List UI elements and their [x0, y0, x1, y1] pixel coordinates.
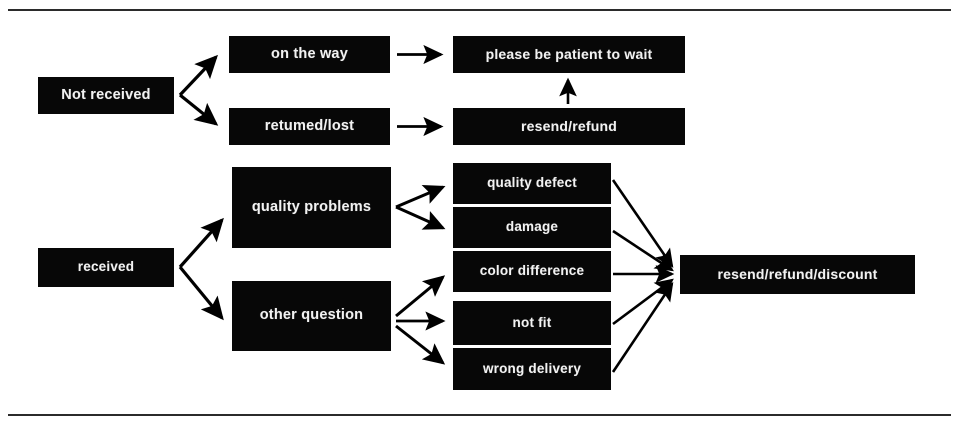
- edge-other-question-to-wrong-delivery: [395, 324, 446, 365]
- edge-damage-to-final: [612, 229, 674, 272]
- bottom-divider-rule: [8, 414, 951, 416]
- node-wrong-delivery[interactable]: wrong delivery: [453, 348, 611, 390]
- edge-wrong-delivery-to-final: [611, 282, 674, 373]
- node-quality-problems-label: quality problems: [251, 198, 372, 215]
- node-resend-refund[interactable]: resend/refund: [453, 108, 685, 145]
- node-damage-label: damage: [505, 219, 559, 235]
- node-not-received-label: Not received: [61, 86, 151, 103]
- edge-not-received-to-on-the-way: [178, 54, 218, 97]
- node-quality-problems[interactable]: quality problems: [232, 167, 391, 248]
- node-resend-refund-discount-label: resend/refund/discount: [717, 265, 878, 282]
- top-divider-rule: [8, 9, 951, 11]
- node-resend-refund-discount[interactable]: resend/refund/discount: [680, 255, 915, 294]
- node-on-the-way-label: on the way: [271, 45, 348, 62]
- edge-received-to-quality-problems: [178, 217, 224, 269]
- edge-not-fit-to-final: [612, 278, 674, 326]
- node-on-the-way[interactable]: on the way: [229, 36, 390, 73]
- node-quality-defect[interactable]: quality defect: [453, 163, 611, 204]
- node-wrong-delivery-label: wrong delivery: [482, 360, 582, 376]
- edge-quality-problems-to-damage: [395, 205, 446, 230]
- node-color-difference-label: color difference: [479, 263, 585, 279]
- node-color-difference[interactable]: color difference: [453, 251, 611, 292]
- node-not-fit[interactable]: not fit: [453, 301, 611, 345]
- node-please-be-patient-to-wait[interactable]: please be patient to wait: [453, 36, 685, 73]
- node-other-question[interactable]: other question: [232, 281, 391, 351]
- edge-quality-problems-to-quality-defect: [395, 185, 446, 209]
- edge-received-to-other-question: [178, 265, 224, 321]
- node-other-question-label: other question: [259, 307, 364, 324]
- edge-other-question-to-color-difference: [395, 275, 446, 318]
- edge-quality-defect-to-final: [611, 179, 674, 268]
- node-resend-refund-label: resend/refund: [521, 117, 617, 134]
- node-please-be-patient-to-wait-label: please be patient to wait: [485, 45, 653, 62]
- node-quality-defect-label: quality defect: [487, 175, 577, 191]
- node-returned-lost[interactable]: retumed/lost: [229, 108, 390, 145]
- node-not-fit-label: not fit: [512, 314, 552, 330]
- node-received-label: received: [77, 259, 135, 275]
- node-not-received[interactable]: Not received: [38, 77, 174, 114]
- edge-not-received-to-returned-lost: [178, 93, 219, 126]
- node-damage[interactable]: damage: [453, 207, 611, 248]
- node-received[interactable]: received: [38, 248, 174, 287]
- node-returned-lost-label: retumed/lost: [264, 117, 355, 134]
